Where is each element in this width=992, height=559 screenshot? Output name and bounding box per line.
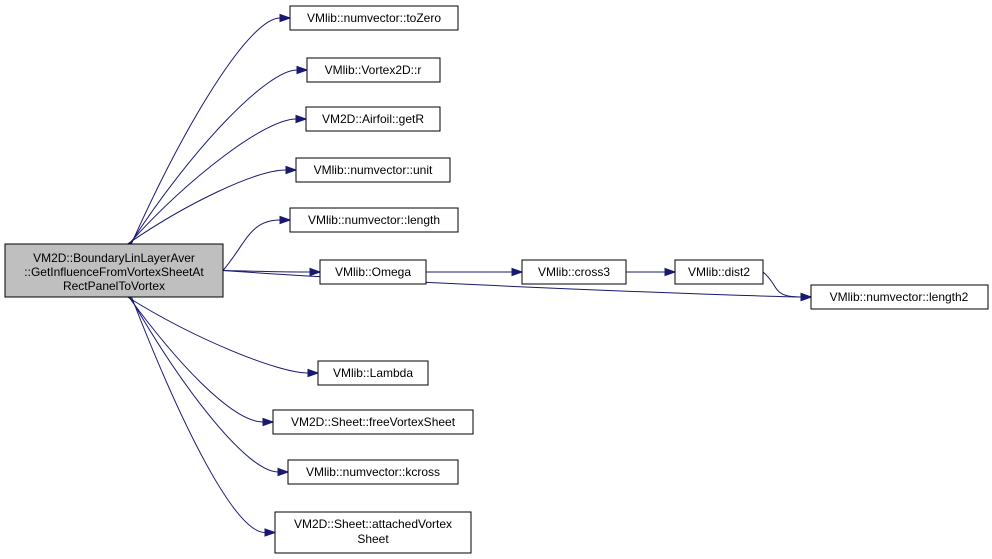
arrowhead-dist2 — [664, 267, 677, 277]
node-attsheet-line-1: VM2D::Sheet::attachedVortex — [294, 517, 452, 531]
arrowhead-getr — [295, 114, 308, 124]
arrowhead-tozero — [279, 13, 292, 23]
node-attsheet[interactable]: VM2D::Sheet::attachedVortex Sheet — [274, 511, 472, 554]
arrowhead-cross3 — [511, 267, 524, 277]
edge-dist2-to-length2 — [762, 271, 802, 298]
node-root-line-1: VM2D::BoundaryLinLayerAver — [33, 251, 195, 265]
node-r-label: VMlib::Vortex2D::r — [325, 63, 422, 77]
node-unit-label: VMlib::numvector::unit — [314, 163, 433, 177]
arrowhead-attsheet — [264, 528, 277, 537]
arrowhead-lambda — [307, 368, 320, 378]
edge-root-to-freesheet — [128, 296, 264, 423]
node-freesheet[interactable]: VM2D::Sheet::freeVortexSheet — [272, 409, 474, 435]
node-length2[interactable]: VMlib::numvector::length2 — [810, 284, 989, 310]
arrowhead-freesheet — [262, 417, 275, 427]
node-getr[interactable]: VM2D::Airfoil::getR — [305, 106, 441, 132]
node-omega[interactable]: VMlib::Omega — [319, 259, 427, 285]
node-tozero[interactable]: VMlib::numvector::toZero — [289, 5, 459, 31]
node-lambda-label: VMlib::Lambda — [333, 366, 413, 380]
edge-root-to-lambda — [127, 296, 309, 374]
node-root[interactable]: VM2D::BoundaryLinLayerAver ::GetInfluenc… — [4, 243, 224, 298]
arrowhead-r — [296, 65, 309, 75]
node-root-line-3: RectPanelToVortex — [63, 279, 165, 293]
node-cross3[interactable]: VMlib::cross3 — [521, 259, 627, 285]
edge-root-to-getr — [128, 118, 297, 245]
node-cross3-label: VMlib::cross3 — [538, 265, 610, 279]
call-edges — [127, 13, 813, 537]
node-length2-label: VMlib::numvector::length2 — [830, 290, 969, 304]
edge-root-to-kcross — [129, 296, 279, 473]
node-freesheet-label: VM2D::Sheet::freeVortexSheet — [291, 415, 456, 429]
node-r[interactable]: VMlib::Vortex2D::r — [306, 57, 441, 83]
arrowhead-unit — [285, 165, 298, 175]
edge-root-to-length2 — [222, 270, 802, 298]
node-attsheet-line-2: Sheet — [357, 532, 389, 546]
node-kcross[interactable]: VMlib::numvector::kcross — [287, 459, 459, 485]
edge-root-to-length — [222, 219, 281, 271]
node-lambda[interactable]: VMlib::Lambda — [317, 360, 429, 386]
arrowhead-kcross — [277, 467, 290, 477]
node-getr-label: VM2D::Airfoil::getR — [322, 112, 424, 126]
arrowhead-omega — [309, 267, 322, 277]
node-length[interactable]: VMlib::numvector::length — [289, 207, 459, 233]
node-dist2[interactable]: VMlib::dist2 — [674, 259, 764, 285]
node-length-label: VMlib::numvector::length — [308, 213, 440, 227]
arrowhead-length2 — [800, 292, 813, 302]
arrowhead-length — [279, 215, 292, 225]
node-omega-label: VMlib::Omega — [335, 265, 411, 279]
node-kcross-label: VMlib::numvector::kcross — [306, 465, 440, 479]
edge-root-to-unit — [127, 169, 287, 245]
edge-root-to-attsheet — [131, 296, 266, 533]
edge-root-to-tozero — [130, 17, 281, 245]
node-dist2-label: VMlib::dist2 — [688, 265, 750, 279]
node-tozero-label: VMlib::numvector::toZero — [307, 11, 441, 25]
node-unit[interactable]: VMlib::numvector::unit — [295, 157, 451, 183]
edge-root-to-r — [129, 69, 298, 245]
node-root-line-2: ::GetInfluenceFromVortexSheetAt — [24, 265, 204, 279]
